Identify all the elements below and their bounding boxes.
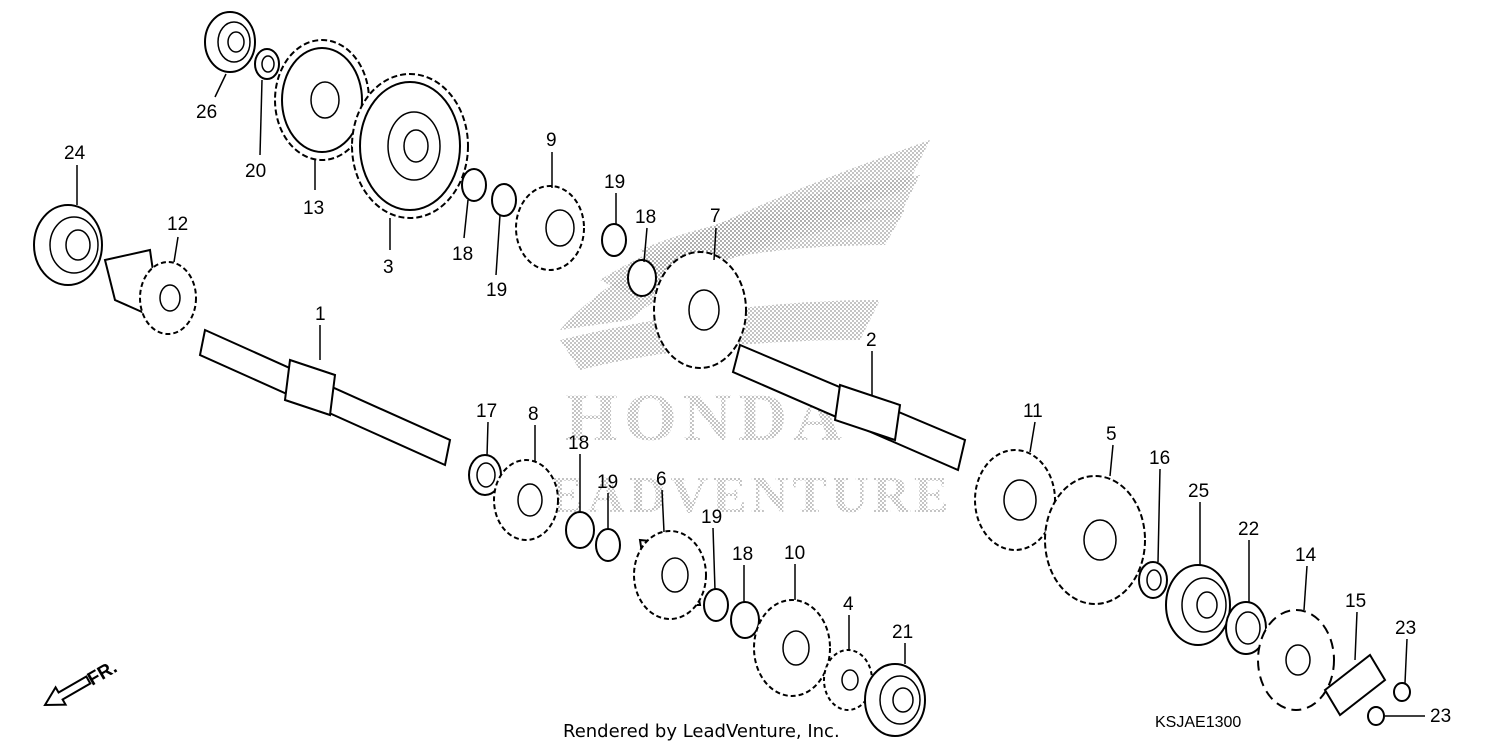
part-2-countershaft: [731, 343, 967, 472]
callout-3: 3: [383, 257, 394, 278]
callout-13: 13: [303, 198, 324, 219]
callout-labels: 26 20 13 3 24 12 9 19 18 19 18 7 1 2 17 …: [64, 102, 1451, 727]
callout-5: 5: [1106, 424, 1117, 445]
callout-20: 20: [245, 161, 266, 182]
part-12-gear: [103, 248, 197, 335]
part-13-gear: [274, 39, 370, 161]
callout-19-lower-right: 19: [701, 507, 722, 528]
part-21-bearing: [864, 663, 926, 737]
part-8-gear: [493, 459, 559, 541]
callout-24: 24: [64, 143, 86, 164]
callout-22: 22: [1238, 519, 1259, 540]
part-5-gear: [1044, 475, 1146, 605]
callout-4: 4: [843, 594, 854, 615]
callout-23-lower: 23: [1430, 706, 1451, 727]
footer-credit: Rendered by LeadVenture, Inc.: [563, 721, 840, 742]
part-20-washer: [254, 48, 280, 80]
part-18-19-rings-upper: [461, 168, 657, 297]
callout-9: 9: [546, 130, 557, 151]
part-6-gear: [633, 530, 707, 620]
part-18-19-rings-lower: [565, 511, 760, 639]
part-15-plate: [1323, 653, 1387, 717]
callout-18-upper-right: 18: [635, 207, 656, 228]
callout-19-upper-right: 19: [604, 172, 625, 193]
part-14-sprocket: [1257, 609, 1335, 711]
part-16-washer: [1138, 561, 1168, 599]
part-1-mainshaft: [198, 328, 452, 467]
callout-25: 25: [1188, 481, 1209, 502]
front-arrow-icon: [43, 675, 92, 707]
callout-8: 8: [528, 404, 539, 425]
callout-2: 2: [866, 330, 877, 351]
leader-lines: [76, 73, 1425, 717]
part-9-gear: [515, 185, 585, 271]
part-7-gear: [653, 251, 747, 369]
callout-16: 16: [1149, 448, 1170, 469]
callout-10: 10: [784, 543, 805, 564]
callout-18-upper-left: 18: [452, 244, 473, 265]
callout-1: 1: [315, 304, 326, 325]
callout-11: 11: [1023, 401, 1043, 422]
callout-21: 21: [892, 622, 913, 643]
part-22-seal: [1225, 601, 1267, 655]
callout-6: 6: [656, 469, 667, 490]
callout-15: 15: [1345, 591, 1366, 612]
callout-19-lower-left: 19: [597, 472, 618, 493]
part-24-bearing: [33, 204, 103, 286]
callout-12: 12: [167, 214, 188, 235]
front-label: FR.: [84, 657, 121, 690]
diagram-code: KSJAE1300: [1155, 714, 1241, 731]
part-26-bearing: [204, 11, 256, 73]
callout-19-upper-left: 19: [486, 280, 507, 301]
callout-18-lower-left: 18: [568, 433, 589, 454]
part-10-gear: [753, 599, 831, 697]
callout-17: 17: [476, 401, 497, 422]
front-direction-indicator: FR.: [43, 657, 121, 707]
callout-7: 7: [710, 206, 721, 227]
callout-18-lower-right: 18: [732, 544, 753, 565]
part-11-gear: [974, 449, 1056, 551]
callout-14: 14: [1295, 545, 1317, 566]
part-3-gear: [351, 73, 469, 219]
callout-26: 26: [196, 102, 217, 123]
part-23-bolts: [1367, 682, 1411, 726]
part-25-bearing: [1165, 564, 1231, 646]
callout-23-upper: 23: [1395, 618, 1416, 639]
